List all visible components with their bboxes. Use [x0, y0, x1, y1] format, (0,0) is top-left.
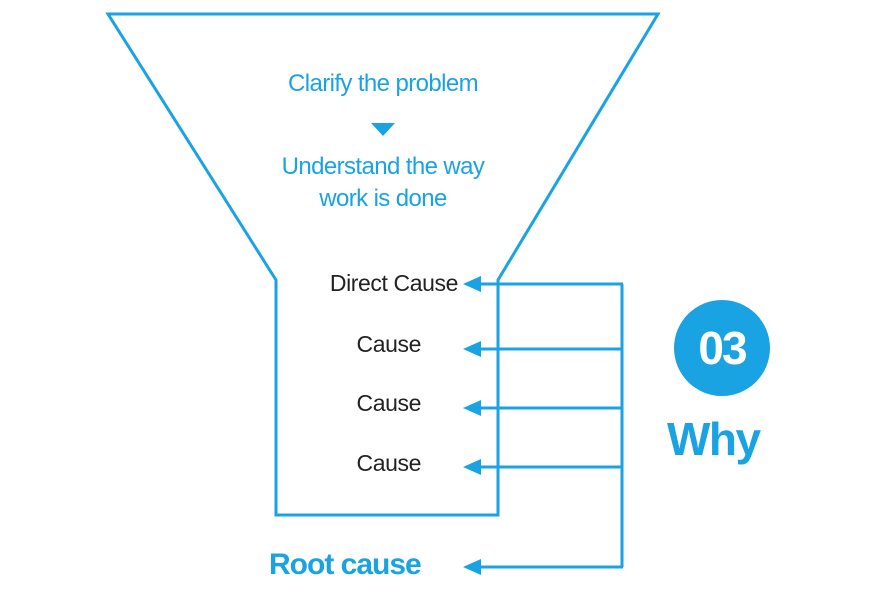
arrow-root-cause [463, 559, 623, 575]
arrow-direct-cause [463, 276, 623, 292]
cause-3: Cause [356, 450, 422, 476]
step-understand-work-line-1: Understand the way [281, 153, 485, 180]
left-arrow-icon [463, 459, 481, 475]
arrow-cause-2 [463, 400, 622, 416]
cause-2: Cause [356, 390, 422, 416]
left-arrow-icon [463, 341, 481, 357]
cause-1: Cause [356, 331, 422, 357]
why-label: Why [667, 413, 761, 465]
step-understand-work-line-2: work is done [319, 185, 447, 212]
step-number-badge: 03 [674, 300, 770, 396]
cause-direct: Direct Cause [329, 270, 459, 296]
arrow-cause-3 [463, 459, 622, 475]
left-arrow-icon [463, 400, 481, 416]
left-arrow-icon [463, 559, 481, 575]
funnel-outline [105, 12, 661, 517]
down-triangle-icon [371, 123, 395, 136]
step-number: 03 [698, 322, 747, 374]
left-arrow-icon [463, 276, 481, 292]
arrow-cause-1 [463, 341, 622, 357]
step-clarify-problem: Clarify the problem [287, 70, 479, 97]
root-cause-label: Root cause [269, 548, 422, 581]
